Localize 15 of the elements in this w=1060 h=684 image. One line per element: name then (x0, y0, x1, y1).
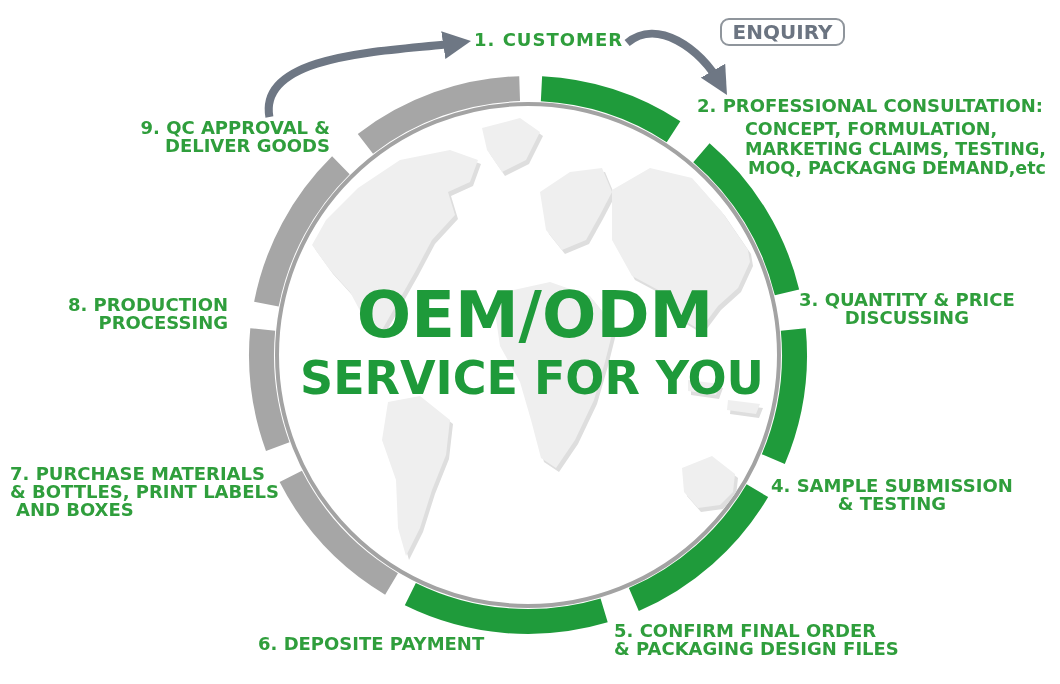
step-label: 5. CONFIRM FINAL ORDER & PACKAGING DESIGN FILES (614, 622, 899, 658)
step-label: 1. CUSTOMER (474, 31, 624, 49)
step-label: 3. QUANTITY & PRICE DISCUSSING (799, 291, 1015, 327)
headline: OEM/ODM (356, 283, 714, 347)
curved-arrow (265, 30, 471, 118)
subheadline: SERVICE FOR YOU (300, 355, 764, 401)
outlined-tag: ENQUIRY (720, 18, 845, 46)
curved-arrow (624, 29, 728, 95)
step-details: CONCEPT, FORMULATION, MARKETING CLAIMS, TESTING, MOQ, PACKAGNG DEMAND,etc (745, 120, 1046, 179)
step-label: 4. SAMPLE SUBMISSION & TESTING (771, 477, 1013, 513)
step-label: 8. PRODUCTION PROCESSING (67, 296, 228, 332)
step-label: 7. PURCHASE MATERIALS & BOTTLES, PRINT LABELS AND BOXES (10, 465, 279, 519)
step-heading: 2. PROFESSIONAL CONSULTATION: (697, 97, 1045, 115)
step-label: 9. QC APPROVAL & DELIVER GOODS (140, 119, 330, 155)
step-label: 6. DEPOSITE PAYMENT (258, 635, 485, 653)
